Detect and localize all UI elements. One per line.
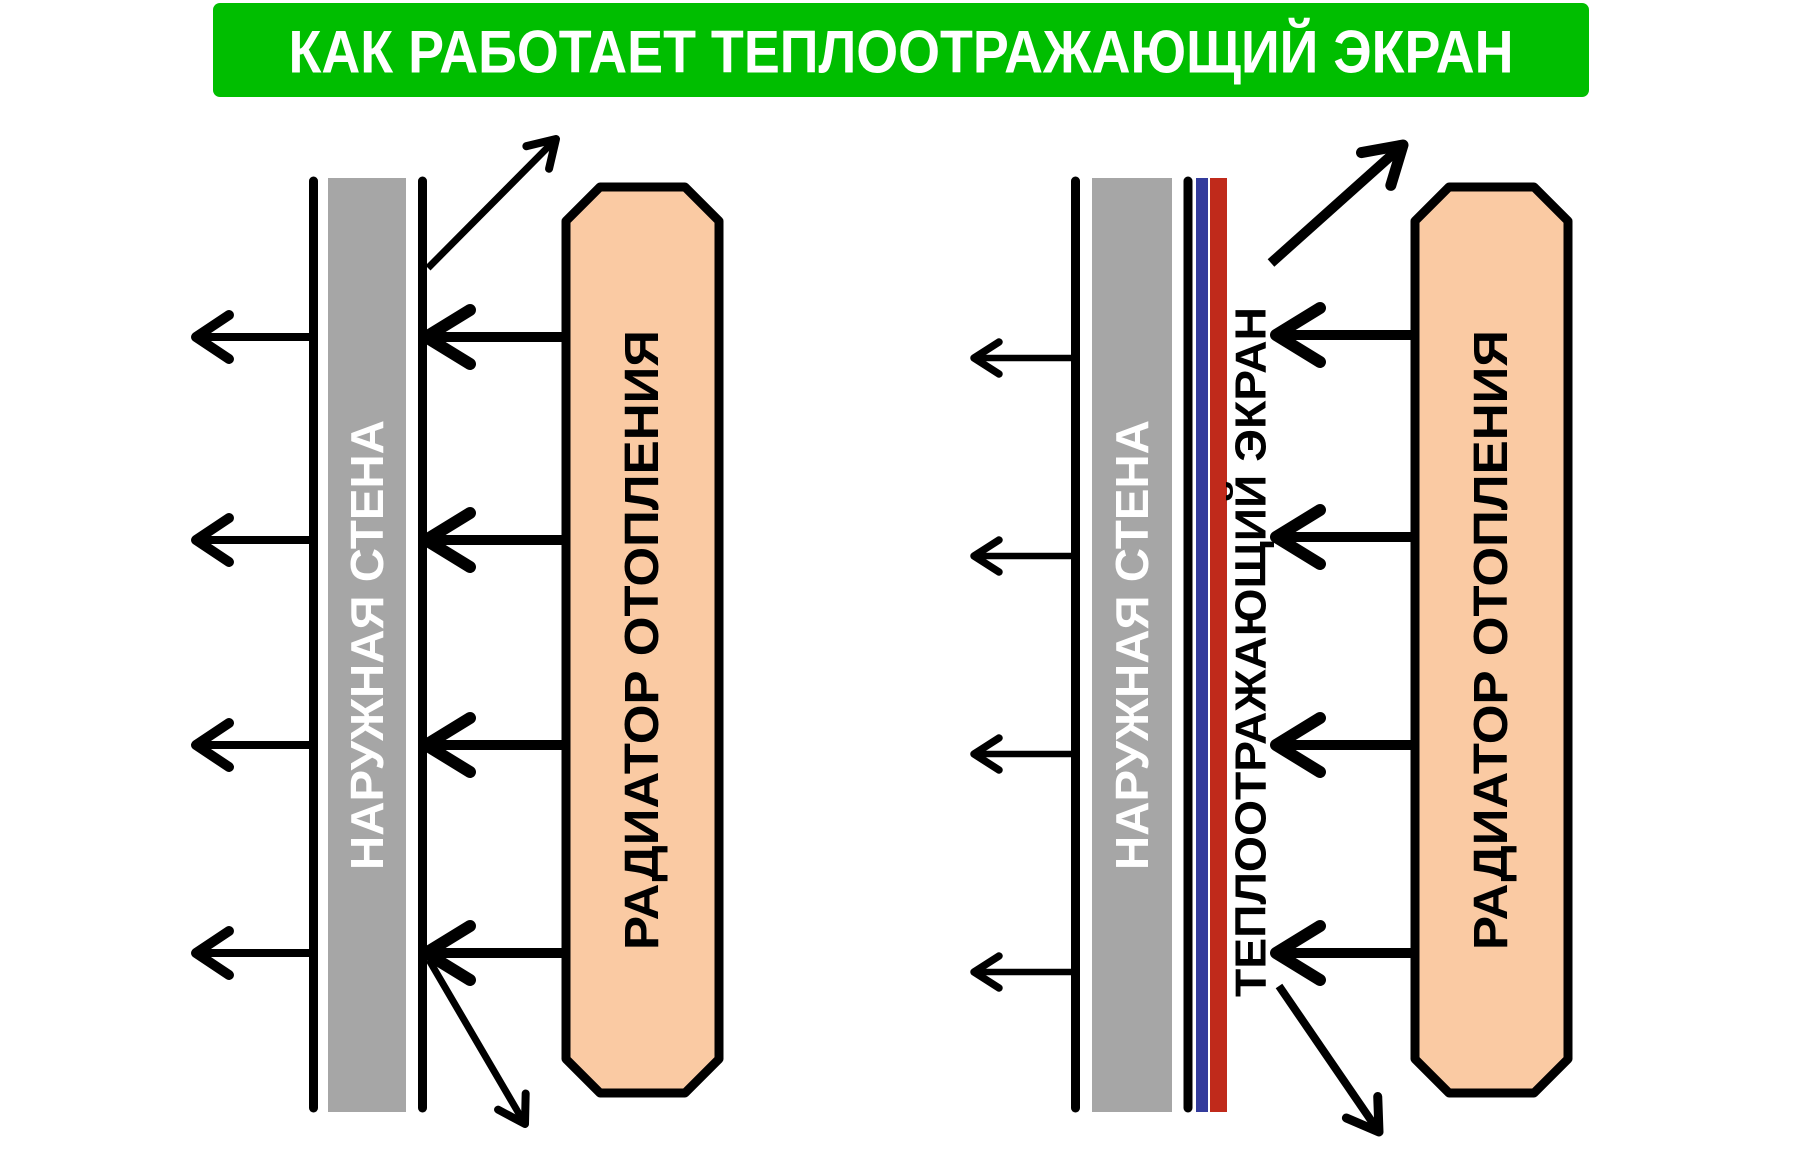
left-radiator-label: РАДИАТОР ОТОПЛЕНИЯ: [616, 330, 669, 950]
escaping-heat-arrow: [191, 513, 310, 567]
right-wall-label: НАРУЖНАЯ СТЕНА: [1106, 420, 1158, 870]
arrows-layer: [191, 135, 1415, 1137]
title-banner: [213, 3, 1589, 97]
radiator-heat-arrow: [420, 507, 566, 573]
right-diagram-with-screen: НАРУЖНАЯ СТЕНА ТЕПЛООТРАЖАЮЩИЙ ЭКРАН РАД…: [1071, 176, 1573, 1113]
escaping-heat-arrow: [970, 952, 1072, 992]
radiator-heat-arrow: [420, 712, 566, 778]
radiator-heat-arrow: [1270, 712, 1415, 778]
screen-foil-layer-blue: [1196, 178, 1208, 1112]
radiator-heat-arrow: [1270, 302, 1415, 368]
radiator-heat-arrow: [1270, 920, 1415, 986]
reflected-heat-arrow-down: [1275, 983, 1384, 1137]
left-wall-label: НАРУЖНАЯ СТЕНА: [341, 420, 393, 870]
left-diagram-no-screen: НАРУЖНАЯ СТЕНА РАДИАТОР ОТОПЛЕНИЯ: [309, 176, 724, 1113]
left-outer-wall: [328, 178, 406, 1112]
escaping-heat-arrow: [970, 734, 1072, 774]
screen-label: ТЕПЛООТРАЖАЮЩИЙ ЭКРАН: [1225, 307, 1276, 997]
escaping-heat-arrow: [970, 536, 1072, 576]
reflected-heat-arrow-up: [1267, 139, 1409, 267]
escaping-heat-arrow: [191, 926, 310, 980]
escaping-heat-arrow: [970, 338, 1072, 378]
escaping-heat-arrow: [191, 310, 310, 364]
right-outer-wall: [1092, 178, 1172, 1112]
page-title: КАК РАБОТАЕТ ТЕПЛООТРАЖАЮЩИЙ ЭКРАН: [289, 19, 1514, 86]
scattered-heat-arrow-down: [425, 958, 530, 1128]
radiator-heat-arrow: [1270, 504, 1415, 570]
right-radiator-label: РАДИАТОР ОТОПЛЕНИЯ: [1465, 330, 1518, 950]
radiator-heat-arrow: [420, 304, 566, 370]
escaping-heat-arrow: [191, 718, 310, 772]
screen-foil-layer-red: [1210, 178, 1227, 1112]
radiator-heat-arrow: [420, 920, 566, 986]
left-radiator: [561, 182, 724, 1098]
scattered-heat-arrow-up: [425, 135, 560, 271]
right-radiator: [1410, 182, 1573, 1098]
